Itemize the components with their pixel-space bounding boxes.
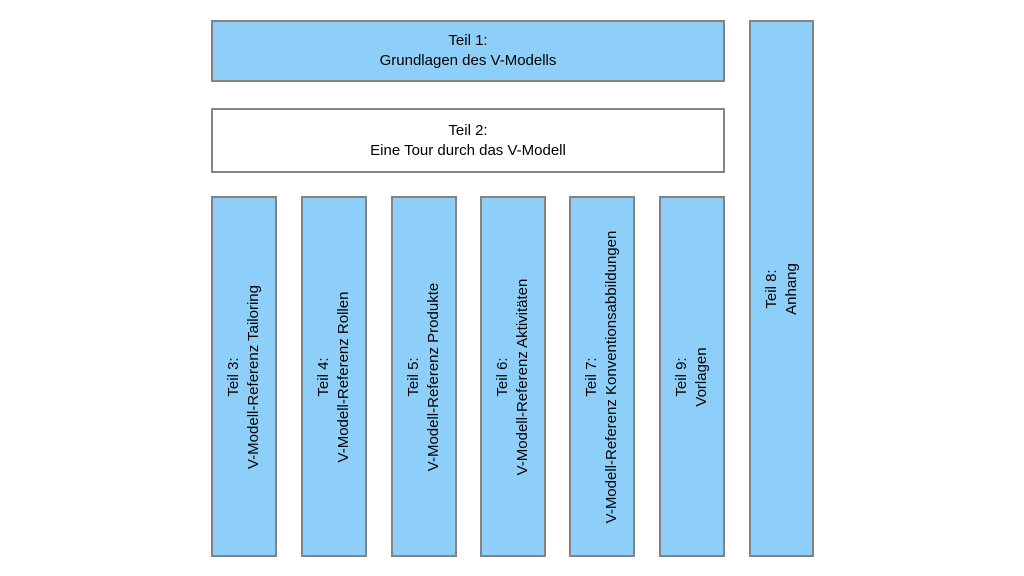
box-teil-2-label: Teil 2: Eine Tour durch das V-Modell — [213, 110, 723, 171]
box-teil-6-label: Teil 6: V-Modell-Referenz Aktivitäten — [493, 196, 533, 557]
box-teil-7: Teil 7: V-Modell-Referenz Konventionsabb… — [569, 196, 635, 557]
box-teil-9-line2: Vorlagen — [693, 346, 710, 407]
box-teil-2-line1: Teil 2: — [448, 121, 488, 139]
box-teil-2: Teil 2: Eine Tour durch das V-Modell — [211, 108, 725, 173]
box-teil-7-line2: V-Modell-Referenz Konventionsabbildungen — [603, 230, 620, 523]
box-teil-5-line2: V-Modell-Referenz Produkte — [425, 282, 442, 471]
box-teil-4: Teil 4: V-Modell-Referenz Rollen — [301, 196, 367, 557]
box-teil-7-label: Teil 7: V-Modell-Referenz Konventionsabb… — [582, 196, 622, 557]
box-teil-1-line2: Grundlagen des V-Modells — [379, 52, 557, 69]
box-teil-3: Teil 3: V-Modell-Referenz Tailoring — [211, 196, 277, 557]
box-teil-4-line1: Teil 4: — [315, 356, 332, 397]
box-teil-4-line2: V-Modell-Referenz Rollen — [335, 291, 352, 462]
box-teil-3-line2: V-Modell-Referenz Tailoring — [245, 284, 262, 469]
box-teil-6: Teil 6: V-Modell-Referenz Aktivitäten — [480, 196, 546, 557]
box-teil-8-line1: Teil 8: — [762, 268, 780, 309]
box-teil-5-label: Teil 5: V-Modell-Referenz Produkte — [404, 196, 444, 557]
box-teil-8-line2: Anhang — [782, 262, 800, 315]
box-teil-3-label: Teil 3: V-Modell-Referenz Tailoring — [224, 196, 264, 557]
box-teil-9-line1: Teil 9: — [673, 356, 690, 397]
box-teil-5: Teil 5: V-Modell-Referenz Produkte — [391, 196, 457, 557]
box-teil-9: Teil 9: Vorlagen — [659, 196, 725, 557]
box-teil-9-label: Teil 9: Vorlagen — [672, 196, 712, 557]
box-teil-3-line1: Teil 3: — [225, 356, 242, 397]
box-teil-1-label: Teil 1: Grundlagen des V-Modells — [213, 22, 723, 80]
box-teil-5-line1: Teil 5: — [405, 356, 422, 397]
box-teil-2-line2: Eine Tour durch das V-Modell — [370, 141, 566, 159]
box-teil-1: Teil 1: Grundlagen des V-Modells — [211, 20, 725, 82]
box-teil-1-line1: Teil 1: — [448, 32, 488, 49]
box-teil-6-line2: V-Modell-Referenz Aktivitäten — [514, 278, 531, 475]
box-teil-8-label: Teil 8: Anhang — [762, 20, 802, 557]
box-teil-8: Teil 8: Anhang — [749, 20, 814, 557]
box-teil-6-line1: Teil 6: — [494, 356, 511, 397]
box-teil-4-label: Teil 4: V-Modell-Referenz Rollen — [314, 196, 354, 557]
box-teil-7-line1: Teil 7: — [583, 356, 600, 397]
